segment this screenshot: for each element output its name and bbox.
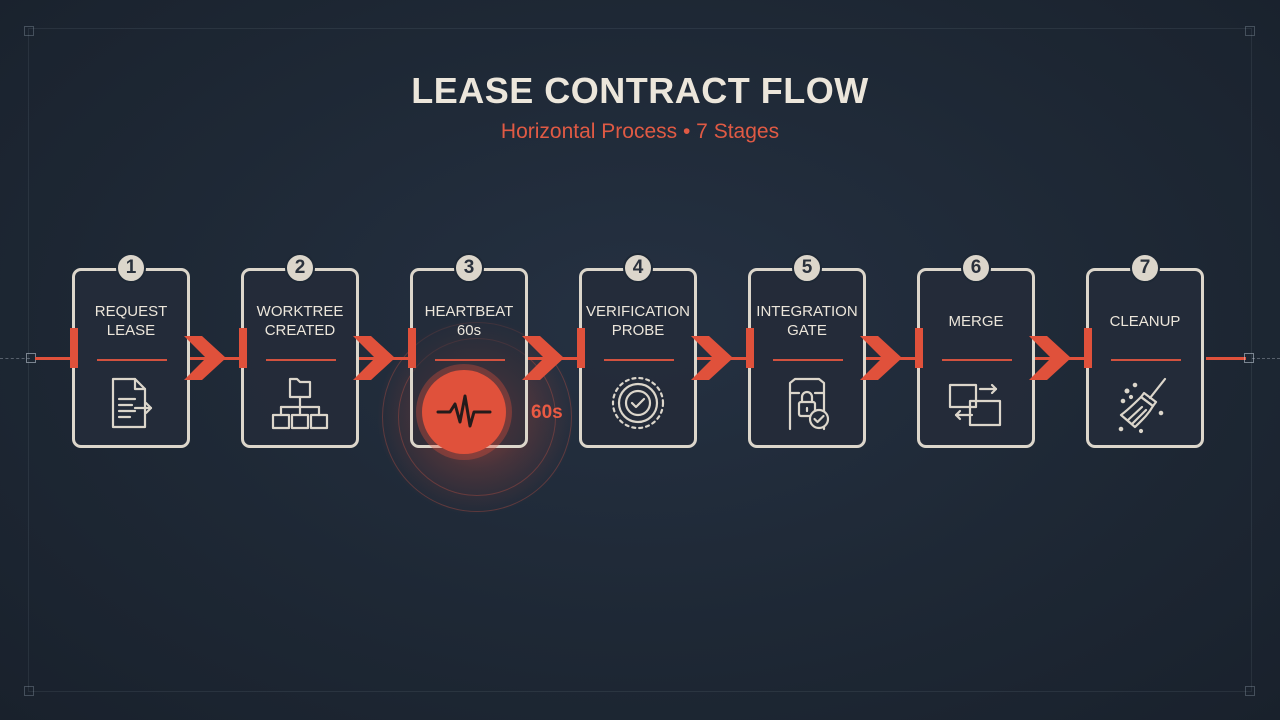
- corner-mark: [1245, 26, 1255, 36]
- stage-number-badge: 5: [792, 253, 822, 283]
- stage-input-tab: [577, 328, 585, 368]
- stage-input-tab: [915, 328, 923, 368]
- stage-input-tab: [70, 328, 78, 368]
- stage-number-badge: 4: [623, 253, 653, 283]
- corner-mark: [24, 26, 34, 36]
- stage-connector-line: [266, 359, 336, 361]
- stage-card: CLEANUP: [1084, 268, 1204, 448]
- heartbeat-pulse-icon: [422, 370, 506, 454]
- flow-chevron-icon: [1029, 332, 1075, 384]
- stage-label: CLEANUP: [1109, 312, 1181, 330]
- corner-mark: [1245, 686, 1255, 696]
- stage-connector-line: [942, 359, 1012, 361]
- gate-lock-icon: [775, 371, 839, 435]
- merge-windows-icon: [944, 371, 1008, 435]
- check-target-icon: [606, 371, 670, 435]
- flow-chevron-icon: [691, 332, 737, 384]
- flow-line: [35, 357, 75, 360]
- right-guide-line: [1252, 358, 1280, 359]
- flow-chevron-icon: [353, 332, 399, 384]
- stage-connector-line: [1111, 359, 1181, 361]
- stage-number-badge: 6: [961, 253, 991, 283]
- stage-number-badge: 1: [116, 253, 146, 283]
- left-guide-line: [0, 358, 30, 359]
- stage-number-badge: 7: [1130, 253, 1160, 283]
- stage-number-badge: 2: [285, 253, 315, 283]
- folder-tree-icon: [268, 371, 332, 435]
- stage-card: MERGE: [915, 268, 1035, 448]
- flow-line: [1206, 357, 1246, 360]
- document-arrow-icon: [99, 371, 163, 435]
- stage-connector-line: [97, 359, 167, 361]
- flow-chevron-icon: [184, 332, 230, 384]
- stage-connector-line: [604, 359, 674, 361]
- flow-chevron-icon: [860, 332, 906, 384]
- flow-chevron-icon: [522, 332, 568, 384]
- stage-connector-line: [773, 359, 843, 361]
- diagram-title: LEASE CONTRACT FLOW: [411, 70, 869, 111]
- stage-input-tab: [746, 328, 754, 368]
- broom-icon: [1113, 371, 1177, 435]
- right-endpoint-marker: [1244, 353, 1254, 363]
- stage-input-tab: [408, 328, 416, 368]
- corner-mark: [24, 686, 34, 696]
- heartbeat-timer-label: 60s: [531, 402, 563, 423]
- stage-label: MERGE: [948, 312, 1004, 330]
- stage-input-tab: [239, 328, 247, 368]
- stage-connector-line: [435, 359, 505, 361]
- stage-input-tab: [1084, 328, 1092, 368]
- diagram-frame: [28, 28, 1252, 692]
- stage-number-badge: 3: [454, 253, 484, 283]
- diagram-subtitle: Horizontal Process • 7 Stages: [500, 120, 780, 143]
